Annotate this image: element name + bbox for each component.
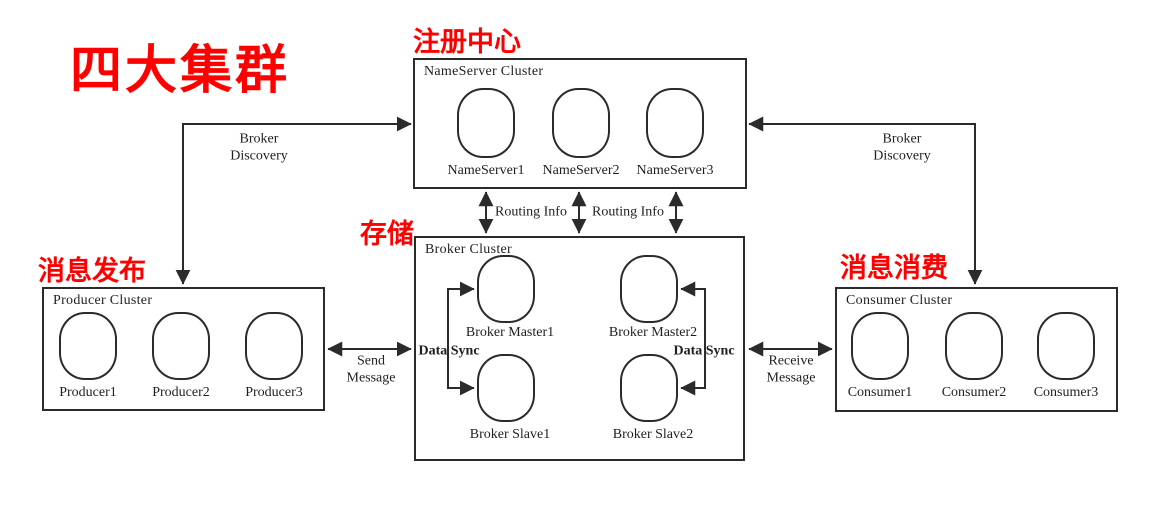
nameserver2-shape [552, 88, 610, 158]
consumer-cluster-box: Consumer Cluster [835, 287, 1118, 412]
data-sync-right-label: Data Sync [673, 343, 735, 359]
broker-slave2-shape [620, 354, 678, 422]
data-sync-left-label: Data Sync [418, 343, 480, 359]
broker-cluster-box: Broker Cluster [414, 236, 745, 461]
broker-discovery-right-label: Broker Discovery [873, 131, 931, 163]
nameserver1-shape [457, 88, 515, 158]
broker-master2-shape [620, 255, 678, 323]
producer1-label: Producer1 [59, 385, 117, 400]
producer1-shape [59, 312, 117, 380]
producer3-shape [245, 312, 303, 380]
headline: 四大集群 [70, 42, 291, 100]
registry-note: 注册中心 [413, 27, 521, 57]
consumer1-shape [851, 312, 909, 380]
nameserver2-label: NameServer2 [542, 163, 620, 178]
consume-note: 消息消费 [840, 253, 948, 283]
consumer2-shape [945, 312, 1003, 380]
producer3-label: Producer3 [245, 385, 303, 400]
broker-master2-label: Broker Master2 [608, 325, 698, 340]
producer-cluster-title: Producer Cluster [53, 293, 153, 308]
publish-note: 消息发布 [38, 256, 146, 286]
routing-info-label-2: Routing Info [592, 204, 664, 220]
producer2-shape [152, 312, 210, 380]
consumer-cluster-title: Consumer Cluster [846, 293, 953, 308]
producer-cluster-box: Producer Cluster [42, 287, 325, 411]
routing-info-label-1: Routing Info [495, 204, 567, 220]
consumer3-shape [1037, 312, 1095, 380]
broker-discovery-left-label: Broker Discovery [230, 131, 288, 163]
nameserver3-shape [646, 88, 704, 158]
consumer1-label: Consumer1 [847, 385, 913, 400]
nameserver-cluster-title: NameServer Cluster [424, 64, 544, 79]
broker-slave1-label: Broker Slave1 [469, 427, 551, 442]
nameserver1-label: NameServer1 [447, 163, 525, 178]
nameserver-cluster-box: NameServer Cluster [413, 58, 747, 189]
send-message-label: Send Message [346, 353, 396, 385]
broker-cluster-title: Broker Cluster [425, 242, 513, 257]
broker-slave2-label: Broker Slave2 [612, 427, 694, 442]
broker-discovery-left-arrow [175, 116, 412, 285]
storage-note: 存储 [360, 219, 414, 249]
consumer2-label: Consumer2 [941, 385, 1007, 400]
receive-message-label: Receive Message [766, 353, 816, 385]
nameserver3-label: NameServer3 [636, 163, 714, 178]
broker-slave1-shape [477, 354, 535, 422]
consumer3-label: Consumer3 [1033, 385, 1099, 400]
broker-master1-shape [477, 255, 535, 323]
broker-master1-label: Broker Master1 [465, 325, 555, 340]
producer2-label: Producer2 [152, 385, 210, 400]
